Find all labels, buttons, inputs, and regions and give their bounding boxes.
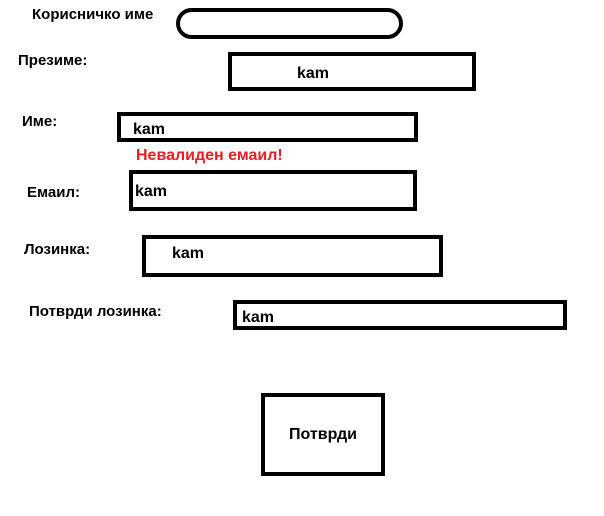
email-value: kam: [135, 183, 168, 200]
surname-label: Презиме:: [18, 52, 88, 69]
password-label: Лозинка:: [24, 241, 91, 258]
password-value: kam: [172, 245, 205, 262]
password-input[interactable]: [142, 235, 443, 277]
confirm-password-label: Потврди лозинка:: [29, 303, 162, 320]
name-label: Име:: [22, 113, 58, 130]
confirm-password-input[interactable]: [233, 300, 567, 330]
username-label: Корисничко име: [32, 6, 154, 23]
email-input[interactable]: [129, 170, 417, 211]
email-label: Емаил:: [27, 184, 80, 201]
name-value: kam: [133, 121, 166, 138]
name-input[interactable]: [117, 112, 418, 142]
submit-button[interactable]: Потврди: [261, 393, 385, 476]
surname-input[interactable]: [228, 52, 476, 91]
email-error-message: Невалиден емаил!: [136, 147, 283, 164]
surname-value: kam: [297, 65, 330, 82]
confirm-password-value: kam: [242, 309, 275, 326]
username-input[interactable]: [176, 8, 403, 39]
